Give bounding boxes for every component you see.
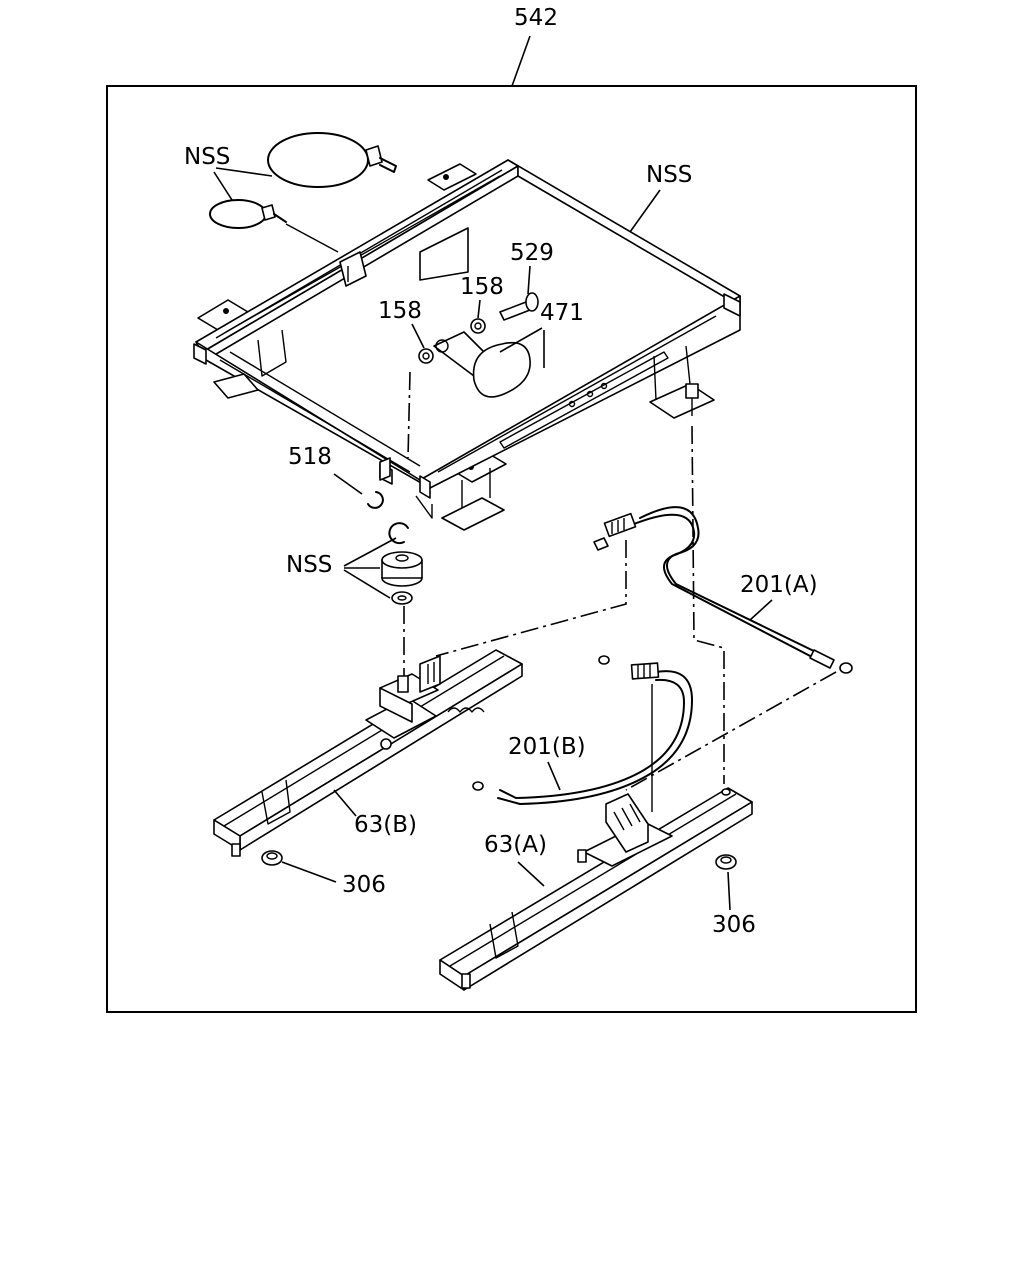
leader-63a <box>517 861 545 887</box>
frame-bracket-front <box>441 497 505 531</box>
frame-corner-cap-front-right <box>419 475 431 499</box>
large-tie-head <box>365 145 383 167</box>
frame-bracket-right <box>649 383 715 419</box>
callout-nss-frame: NSS <box>646 162 692 188</box>
rail-a-lever <box>605 793 649 853</box>
seat-frame <box>193 159 741 531</box>
callout-518: 518 <box>288 444 332 470</box>
assembly-line-cable-b <box>435 540 627 657</box>
leader-201a <box>749 599 773 621</box>
frame-latch <box>339 251 367 287</box>
rubber-mount <box>381 522 423 605</box>
rail-b-top <box>213 649 523 837</box>
rail-a-bolt <box>461 973 471 989</box>
cable-201b <box>472 655 693 812</box>
rail-a-top <box>439 787 753 977</box>
leader-nss-bands-2 <box>215 167 273 177</box>
assembly-leader <box>511 35 531 87</box>
callout-201b: 201(B) <box>508 734 586 760</box>
callout-306-left: 306 <box>342 872 386 898</box>
frame-bracket-left <box>213 373 259 399</box>
small-cable-tie <box>209 199 267 229</box>
small-tie-head <box>261 204 276 221</box>
frame-tab-back-left <box>427 163 477 191</box>
seat-rail-63b <box>213 649 523 857</box>
assembly-number: 542 <box>514 5 558 31</box>
callout-63a: 63(A) <box>484 832 547 858</box>
leader-63b <box>333 789 357 817</box>
nut-306-right <box>715 854 737 870</box>
rail-a-side <box>463 801 753 991</box>
assembly-line-frame <box>407 371 411 459</box>
washer-158-upper <box>470 318 486 334</box>
leader-nss-bands-1 <box>213 171 233 201</box>
frame-right-slot <box>499 351 669 449</box>
frame-bracket-rear <box>419 227 469 281</box>
seat-rail-63a <box>439 787 753 991</box>
leader-201b <box>547 761 561 791</box>
assembly-line-cable-a <box>625 671 837 791</box>
large-cable-tie <box>267 132 369 188</box>
cable-201a <box>593 506 853 674</box>
washer-158-left <box>418 348 434 364</box>
frame-corner-cap-right <box>723 293 741 317</box>
mount-clip <box>388 522 409 545</box>
assembly-line-right <box>691 425 725 784</box>
small-tie-tail <box>273 213 287 223</box>
frame-corner-cap-left <box>193 343 207 365</box>
bracket-471 <box>433 331 531 398</box>
e-clip-518 <box>367 491 384 509</box>
bolt-529 <box>499 292 539 321</box>
cable-tie-bands <box>209 132 397 253</box>
leader-306-left <box>281 861 337 883</box>
callout-63b: 63(B) <box>354 812 417 838</box>
large-tie-tail <box>379 157 397 173</box>
frame-stud <box>685 383 699 399</box>
frame-latch-small <box>379 457 391 481</box>
tie-to-frame-line <box>285 223 339 253</box>
rail-b-lever <box>419 655 441 693</box>
callout-158-left: 158 <box>378 298 422 324</box>
nut-306-left <box>261 850 283 866</box>
callout-471: 471 <box>540 300 584 326</box>
callout-306-right: 306 <box>712 912 756 938</box>
leader-471 <box>499 327 545 368</box>
diagram-border <box>106 85 917 1013</box>
leader-529 <box>527 265 531 295</box>
leader-306-right <box>727 871 731 911</box>
leader-158-upper <box>477 299 481 319</box>
callout-529: 529 <box>510 240 554 266</box>
leader-518 <box>333 473 363 495</box>
callout-nss-bands: NSS <box>184 144 230 170</box>
rail-b-stud <box>397 675 409 693</box>
leader-nss-mount <box>343 537 397 599</box>
leader-158-left <box>411 323 425 349</box>
rail-b-bolt <box>231 843 241 857</box>
callout-nss-mount: NSS <box>286 552 332 578</box>
callout-158-upper: 158 <box>460 274 504 300</box>
mount-washer <box>391 591 413 605</box>
frame-back-rail <box>507 159 741 307</box>
leader-nss-frame <box>629 189 661 233</box>
callout-201a: 201(A) <box>740 572 818 598</box>
